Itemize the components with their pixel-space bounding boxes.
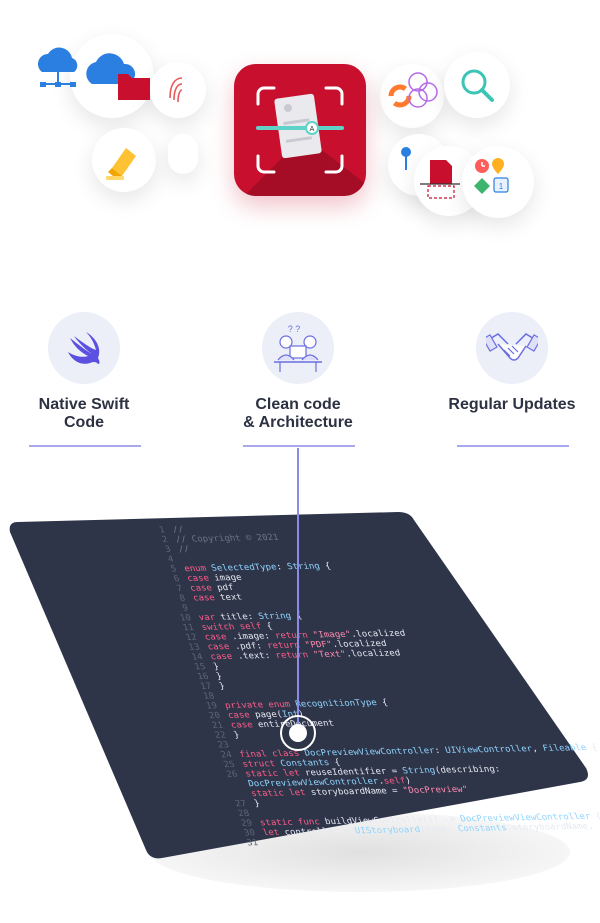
- code-line: case .image: return "Image".localized: [203, 629, 406, 642]
- code-line-number: 20: [208, 711, 222, 721]
- cloud-network-icon: [37, 47, 78, 87]
- code-line-number: 7: [176, 584, 184, 594]
- code-line-number: 23: [217, 741, 231, 751]
- code-line: case pdf: [189, 583, 235, 593]
- code-line: case page(Int): [227, 710, 306, 721]
- code-line: }: [218, 682, 226, 692]
- developers-icon-circle: ? ?: [262, 312, 334, 384]
- search-bubble: [444, 52, 510, 118]
- highlighter-icon: [106, 148, 136, 180]
- code-line-number: 14: [190, 653, 204, 663]
- color-palette-icon: [388, 72, 438, 108]
- code-line-number: 26: [225, 770, 239, 780]
- connector-node-ring: [280, 715, 316, 751]
- code-line-number: 3: [164, 545, 172, 555]
- code-line: switch self {: [201, 622, 274, 633]
- pdf-crop-icon: [420, 160, 460, 199]
- code-line-number: 24: [220, 750, 234, 760]
- code-line: static let reuseIdentifier = String(desc…: [244, 765, 501, 780]
- code-line-number: 2: [161, 535, 169, 545]
- code-line-number: 11: [182, 623, 196, 633]
- code-line-number: 6: [173, 575, 181, 585]
- small-bubble: [168, 134, 198, 174]
- code-line: struct Constants {: [241, 758, 341, 769]
- code-line: }: [253, 799, 261, 809]
- developers-icon: ? ?: [274, 324, 322, 372]
- code-line: case image: [186, 573, 243, 584]
- code-line: case .pdf: return "PDF".localized: [206, 639, 388, 652]
- code-line: case entireDocument: [230, 719, 336, 731]
- code-line-number: 13: [188, 643, 202, 653]
- code-line: private enum RecognitionType {: [224, 698, 389, 711]
- code-line-number: 8: [178, 594, 186, 604]
- code-line-number: 9: [181, 604, 189, 614]
- svg-text:1: 1: [499, 182, 504, 191]
- scanner-glyph: A: [244, 86, 366, 196]
- code-line: enum SelectedType: String {: [183, 562, 332, 574]
- handshake-icon-circle: [476, 312, 548, 384]
- svg-text:? ?: ? ?: [288, 324, 301, 334]
- code-line-number: 15: [193, 663, 207, 673]
- code-line-number: 1: [158, 526, 166, 536]
- code-card-shadow: [150, 812, 570, 892]
- fingerprint-icon: [169, 77, 183, 103]
- code-line: //: [177, 545, 191, 555]
- location-pin-icon: [401, 147, 411, 170]
- code-card-background: [9, 512, 588, 859]
- code-line-number: 18: [202, 692, 216, 702]
- search-icon: [461, 69, 494, 102]
- top-illustration-icons: 1: [37, 47, 509, 199]
- feature-clean-code: ? ? Clean code& Architecture: [223, 312, 373, 447]
- feature-regular-updates: Regular Updates: [437, 312, 587, 447]
- code-line-number: 16: [196, 672, 210, 682]
- code-line: static let storyboardName = "DocPreview": [250, 785, 469, 799]
- svg-text:A: A: [310, 126, 315, 133]
- feature-underline: [29, 445, 141, 447]
- code-line-number: 27: [234, 799, 248, 809]
- connector-node: [289, 724, 307, 742]
- swift-icon-circle: [48, 312, 120, 384]
- swift-icon: [68, 332, 100, 364]
- code-line: // Copyright © 2021: [174, 533, 280, 545]
- code-line-number: 22: [214, 731, 228, 741]
- feature-title: Clean code& Architecture: [243, 396, 353, 431]
- code-line-number: 5: [170, 565, 178, 575]
- code-line-number: 19: [205, 702, 219, 712]
- feature-underline: [457, 445, 569, 447]
- code-line: DocPreviewViewController.self): [247, 776, 412, 789]
- code-line: case text: [192, 593, 244, 603]
- document-scanner-app-icon: A: [234, 64, 366, 196]
- code-line-number: 4: [167, 555, 175, 565]
- code-line: final class DocPreviewViewController: UI…: [238, 743, 598, 760]
- code-line-number: 25: [223, 760, 237, 770]
- handshake-icon: [486, 333, 538, 361]
- code-line: //: [171, 525, 185, 535]
- code-line: }: [212, 662, 220, 672]
- cloud-folder-icon: [86, 53, 150, 100]
- code-line: case .text: return "Text".localized: [209, 649, 401, 662]
- feature-title: Regular Updates: [448, 396, 576, 413]
- code-line-number: 12: [185, 633, 199, 643]
- code-line: var title: String {: [198, 611, 304, 623]
- code-line-number: 21: [211, 721, 225, 731]
- code-line: }: [233, 731, 241, 741]
- code-line-number: 17: [199, 682, 213, 692]
- code-line-number: 10: [179, 614, 193, 624]
- code-line: }: [215, 672, 223, 682]
- clock-tag-calendar-icon: 1: [474, 158, 509, 194]
- fingerprint-bubble: [150, 62, 206, 118]
- feature-underline: [243, 445, 355, 447]
